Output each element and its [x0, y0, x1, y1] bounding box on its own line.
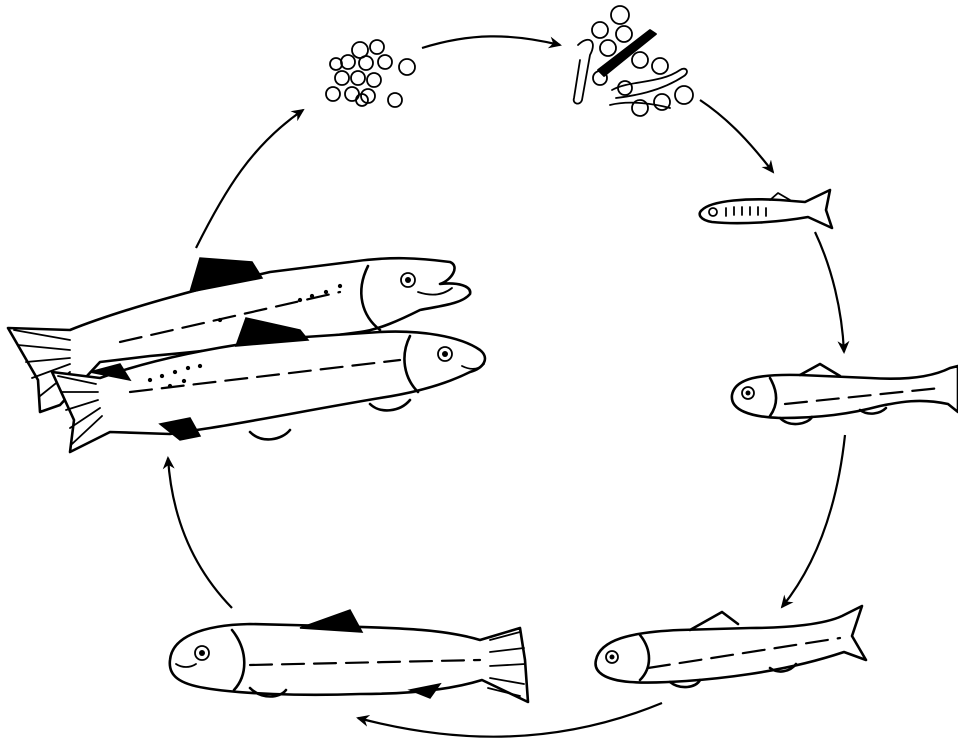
- arrow-fry-to-parr: [815, 232, 844, 352]
- fry-icon: [700, 190, 832, 228]
- arrow-parr-to-smolt: [782, 435, 845, 607]
- adult-fish-icon: [170, 610, 528, 702]
- hatching-alevin-icon: [574, 6, 693, 116]
- spawning-salmon-pair-icon: [8, 258, 485, 452]
- arrow-eggs-to-alevins: [422, 36, 560, 48]
- arrow-adults-to-eggs: [196, 110, 303, 248]
- parr-fish-icon: [732, 364, 958, 424]
- arrow-alevins-to-fry: [700, 100, 773, 172]
- arrow-smolt-to-adult: [358, 703, 662, 737]
- egg-cluster-icon: [326, 40, 415, 107]
- smolt-fish-icon: [596, 606, 866, 687]
- arrow-adult-to-spawners: [168, 458, 232, 608]
